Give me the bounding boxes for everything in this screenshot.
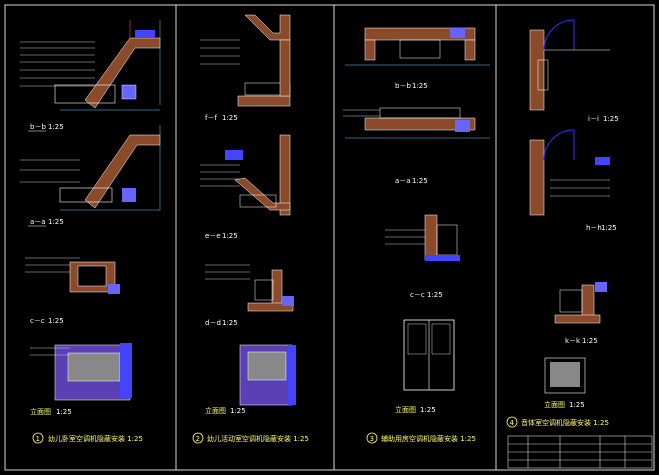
scale-elev-1: 1:25 [56,408,72,416]
scale-elev-4: 1:25 [569,401,585,409]
detail-number-2 [192,432,204,444]
label-elev-1: 立面图 [30,407,51,416]
label-elev-3: 立面图 [395,405,416,414]
scale-e-e: 1:25 [222,232,238,240]
scale-i-i: 1:25 [603,115,619,123]
caption-4: 音体室空调机隐蔽安装 1:25 [521,418,609,427]
column-2: f－f 1:25 e－e 1:25 d－d 1:25 立面图 1:25 2 [192,14,309,444]
label-b-b: b－b [30,123,46,131]
label-elev-2: 立面图 [205,406,226,415]
scale-k-k: 1:25 [582,337,598,345]
label-elev-4: 立面图 [544,400,565,409]
sheet-border [4,4,655,471]
column-4: i－i 1:25 h－h 1:25 k－k 1:25 立面图 1:25 4 音体… [506,19,653,469]
detail-number-3 [366,432,378,444]
detail-number-4-text: 4 [510,419,515,427]
scale-elev-2: 1:25 [230,407,246,415]
label-c-c-3: c－c [410,291,425,299]
column-1: b－b 1:25 a－a 1:25 c－c 1:25 立面图 1:25 [20,20,161,444]
label-h-h: h－h [586,224,602,232]
detail-number-3-text: 3 [370,435,374,443]
label-i-i: i－i [588,115,599,123]
label-a-a-3: a－a [395,177,411,185]
caption-3: 辅助用房空调机隐蔽安装 1:25 [381,434,476,443]
scale-d-d: 1:25 [222,319,238,327]
detail-number-2-text: 2 [196,435,200,443]
detail-number-1 [32,432,44,444]
title-block [507,435,653,469]
scale-h-h: 1:25 [601,224,617,232]
label-b-b-3: b－b [395,82,411,90]
scale-c-c: 1:25 [48,317,64,325]
label-e-e: e－e [205,232,221,240]
caption-2: 幼儿活动室空调机隐蔽安装 1:25 [207,434,309,443]
label-c-c: c－c [30,317,45,325]
scale-a-a-3: 1:25 [412,177,428,185]
scale-elev-3: 1:25 [420,406,436,414]
caption-1: 幼儿卧室空调机隐蔽安装 1:25 [48,434,143,443]
scale-a-a: 1:25 [48,218,64,226]
detail-number-1-text: 1 [36,435,40,443]
label-k-k: k－k [565,337,581,345]
label-f-f: f－f [205,114,217,122]
label-d-d: d－d [205,319,221,327]
scale-c-c-3: 1:25 [427,291,443,299]
label-a-a: a－a [30,218,46,226]
scale-b-b-3: 1:25 [412,82,428,90]
detail-number-4 [506,416,518,428]
scale-f-f: 1:25 [222,114,238,122]
scale-b-b: 1:25 [48,123,64,131]
column-3: b－b 1:25 a－a 1:25 c－c 1:25 立面图 1:25 3 辅助… [343,27,490,444]
